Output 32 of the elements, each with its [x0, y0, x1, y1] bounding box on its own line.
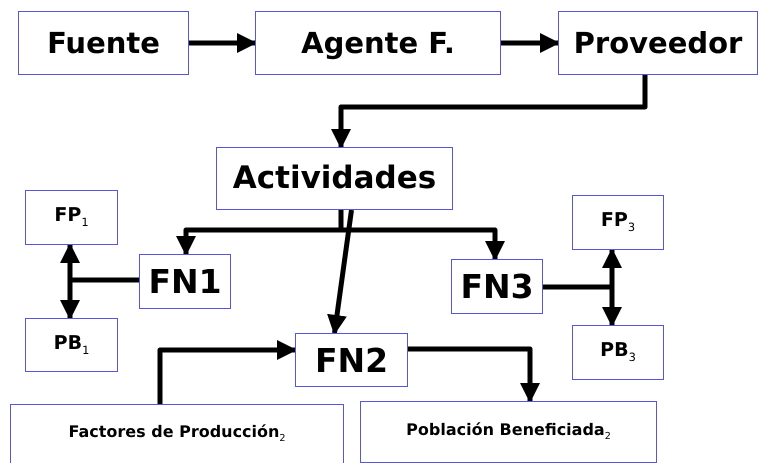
box-label: FP$_{3}$	[600, 211, 636, 234]
process-box	[25, 318, 118, 372]
process-box	[255, 11, 501, 75]
box-label: Actividades	[232, 163, 436, 194]
arrow	[501, 33, 560, 53]
process-box	[451, 259, 543, 314]
arrow	[408, 346, 540, 403]
box-label: Factores de Producción$_{2}$	[68, 424, 286, 444]
arrow	[327, 210, 354, 335]
box-label: FN3	[460, 270, 534, 303]
process-box	[558, 11, 758, 75]
arrow	[189, 33, 257, 53]
process-box	[572, 195, 664, 250]
box-label: Fuente	[47, 28, 160, 58]
box-label: Población Beneficiada$_{2}$	[406, 422, 611, 442]
box-label: FN1	[148, 265, 222, 298]
process-box	[139, 254, 231, 309]
process-box	[10, 404, 344, 463]
process-box	[360, 401, 657, 463]
arrow	[331, 75, 648, 149]
box-label: FP$_{1}$	[54, 206, 89, 229]
arrow	[158, 340, 297, 404]
box-label: Agente F.	[301, 28, 455, 58]
process-box	[572, 325, 664, 380]
process-box	[216, 147, 453, 210]
box-label: PB$_{3}$	[600, 341, 636, 364]
box-label: FN2	[314, 344, 388, 376]
process-box	[18, 11, 189, 75]
process-box	[25, 190, 118, 245]
box-label: Proveedor	[574, 28, 742, 58]
process-box	[295, 333, 408, 387]
box-label: PB$_{1}$	[54, 334, 90, 356]
